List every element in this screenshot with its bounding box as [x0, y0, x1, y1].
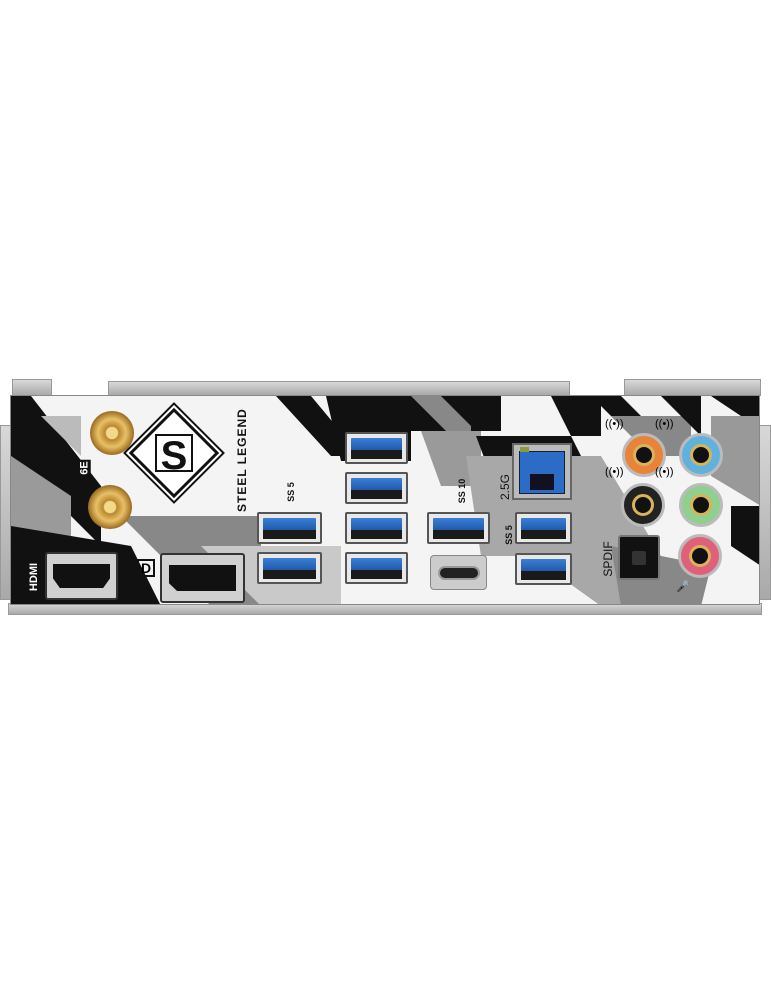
wifi-antenna-connector-1 — [90, 411, 134, 455]
usb-port[interactable] — [345, 512, 408, 544]
speaker-icon: ((•)) — [655, 466, 674, 478]
usb-port[interactable] — [345, 432, 408, 464]
usb-10g-port[interactable] — [427, 512, 490, 544]
usb-ss10-label: SS 10 — [457, 478, 467, 504]
speaker-icon: ((•)) — [655, 418, 674, 430]
audio-jack-line-in[interactable] — [622, 433, 666, 477]
wifi6e-badge: 6E — [78, 459, 91, 477]
microphone-icon: 🎤 — [676, 581, 690, 593]
usb-port[interactable] — [345, 552, 408, 584]
top-rail-middle — [108, 381, 570, 396]
spdif-optical-port[interactable] — [618, 535, 660, 580]
usb-port[interactable] — [515, 512, 572, 544]
top-rail-left — [12, 379, 52, 396]
audio-jack-mic-in[interactable] — [678, 534, 722, 578]
top-rail-right — [624, 379, 761, 396]
usb-ss5-label-right: SS 5 — [504, 525, 514, 545]
usb-port[interactable] — [257, 552, 322, 584]
usb-port[interactable] — [515, 553, 572, 585]
brand-text: STEEL LEGEND — [235, 408, 249, 512]
displayport-icon: D — [137, 559, 156, 577]
usb-ss5-label-left: SS 5 — [286, 482, 296, 502]
usb-c-port[interactable] — [430, 555, 487, 590]
rj45-lan-port[interactable] — [512, 443, 572, 500]
lan-speed-label: 2.5G — [498, 474, 512, 501]
audio-jack-rear-speaker[interactable] — [679, 433, 723, 477]
hdmi-label: HDMI — [28, 562, 40, 592]
speaker-icon: ((•)) — [605, 466, 624, 478]
hdmi-port[interactable] — [45, 552, 118, 600]
speaker-icon: ((•)) — [605, 418, 624, 430]
usb-ss5-label-top: SS 5 — [372, 403, 382, 423]
spdif-label: SPDIF — [601, 541, 615, 577]
usb-port[interactable] — [345, 472, 408, 504]
audio-jack-line-out[interactable] — [679, 483, 723, 527]
wifi-antenna-connector-2 — [88, 485, 132, 529]
usb-port[interactable] — [257, 512, 322, 544]
audio-jack-center-sub[interactable] — [621, 483, 665, 527]
displayport-port[interactable] — [160, 553, 245, 603]
